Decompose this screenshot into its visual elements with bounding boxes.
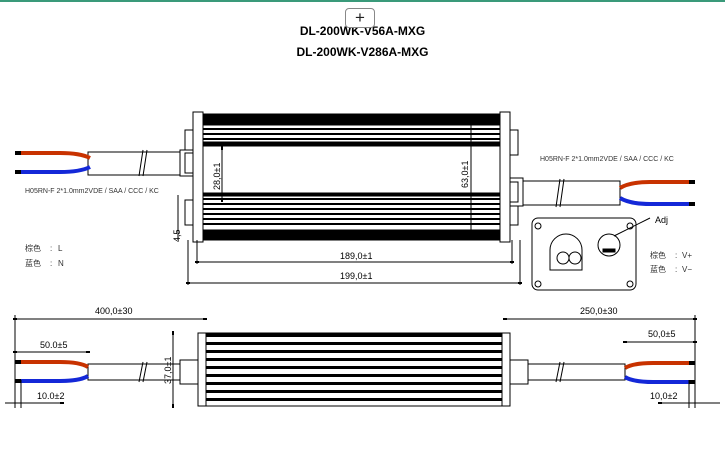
- dim-50-right: 50,0±5: [648, 329, 675, 339]
- svg-text:蓝色: 蓝色: [650, 264, 666, 274]
- adj-label: Adj: [655, 215, 668, 225]
- svg-text::: :: [675, 265, 677, 274]
- svg-text:棕色: 棕色: [25, 243, 41, 253]
- top-output-cable: [522, 178, 695, 208]
- dim-4-5: 4,5: [172, 229, 182, 242]
- output-cable-spec: H05RN-F 2*1.0mm2VDE / SAA / CCC / KC: [540, 156, 674, 163]
- svg-text:V+: V+: [682, 251, 692, 260]
- model-title-2: DL-200WK-V286A-MXG: [296, 45, 429, 59]
- svg-text::: :: [50, 259, 52, 268]
- dim-189: 189,0±1: [340, 251, 372, 261]
- dim-28: 28,0±1: [212, 163, 222, 190]
- dim-50-left: 50.0±5: [40, 340, 67, 350]
- svg-text::: :: [675, 251, 677, 260]
- svg-text:蓝色: 蓝色: [25, 258, 41, 268]
- model-title-1: DL-200WK-V56A-MXG: [299, 24, 426, 38]
- output-legend: 棕色 : V+ 蓝色 : V−: [650, 250, 692, 274]
- top-view-input-gland: [179, 149, 194, 177]
- svg-text:V−: V−: [682, 265, 692, 274]
- top-input-cable: [15, 149, 181, 177]
- end-cap-view: [531, 217, 651, 291]
- dim-250: 250,0±30: [580, 306, 617, 316]
- dim-10-right: 10,0±2: [650, 391, 677, 401]
- top-dimension-lines: [177, 146, 522, 285]
- dim-199: 199,0±1: [340, 271, 372, 281]
- side-dimension-lines: [5, 315, 720, 408]
- side-output-cable: [527, 361, 695, 384]
- top-view-housing: [184, 111, 519, 243]
- input-cable-spec: H05RN-F 2*1.0mm2VDE / SAA / CCC / KC: [25, 188, 159, 195]
- svg-text:L: L: [58, 244, 63, 253]
- side-view-housing: [179, 332, 529, 407]
- zoom-in-button[interactable]: +: [345, 8, 375, 28]
- input-legend: 棕色 : L 蓝色 : N: [25, 243, 64, 268]
- dim-400: 400,0±30: [95, 306, 132, 316]
- svg-text:棕色: 棕色: [650, 250, 666, 260]
- side-input-cable: [15, 360, 181, 383]
- dim-10-left: 10.0±2: [37, 391, 64, 401]
- svg-text::: :: [50, 244, 52, 253]
- dim-63: 63,0±1: [460, 161, 470, 188]
- top-accent-line: [0, 0, 725, 2]
- top-view-output-gland: [509, 177, 524, 207]
- svg-text:N: N: [58, 259, 64, 268]
- dim-37: 37,0±1: [163, 357, 173, 384]
